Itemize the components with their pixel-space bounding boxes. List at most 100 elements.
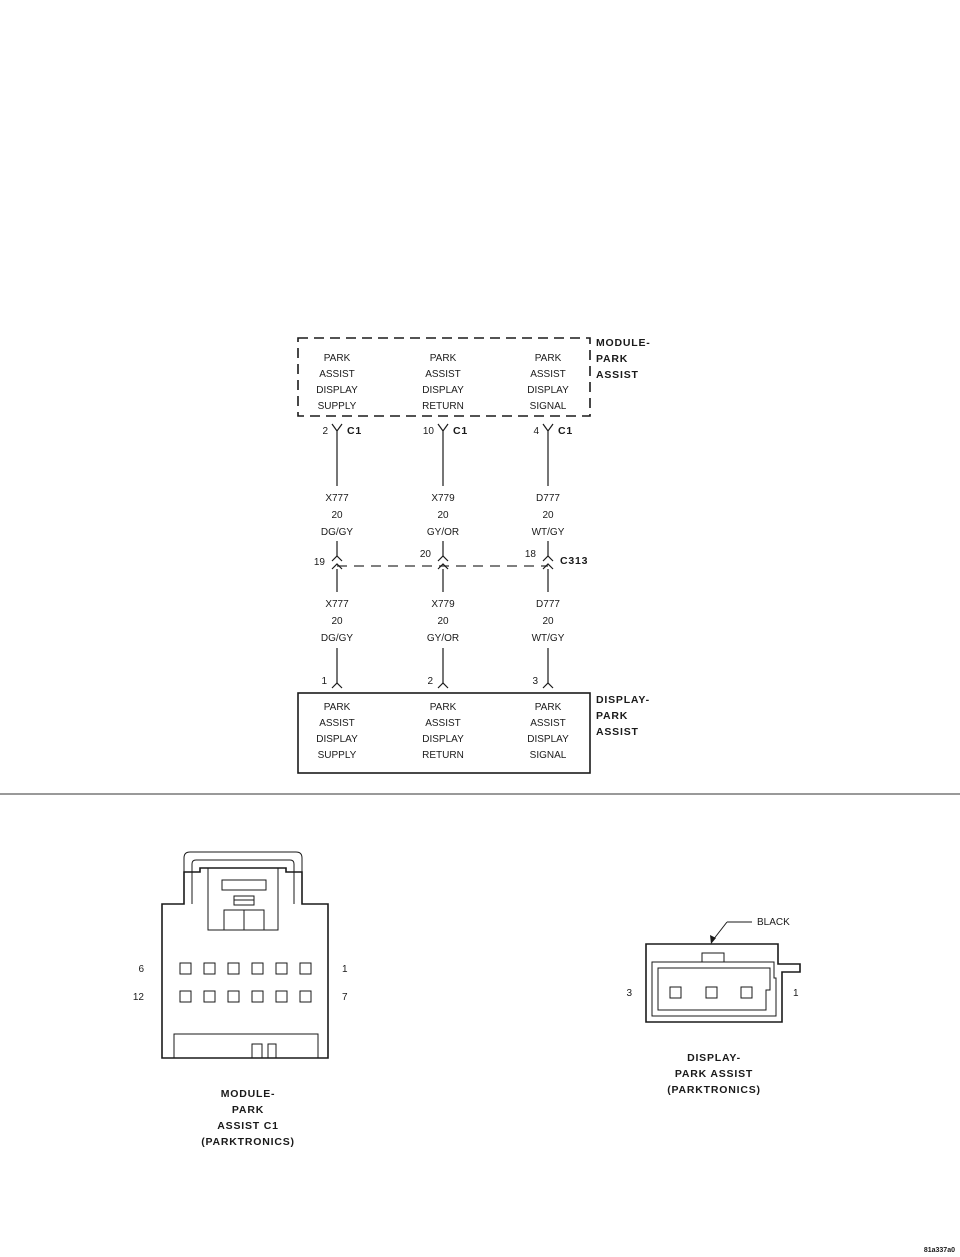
cavity: [740, 986, 753, 999]
c1-cavities: [179, 962, 312, 1003]
c1-caption-line: (PARKTRONICS): [201, 1136, 295, 1148]
c313-terminal-symbol: [331, 555, 343, 570]
c1-connector-face: 6 1 12 7 MODULE- PARK ASSIST C1 (PARKTRO…: [133, 851, 348, 1148]
cavity: [203, 990, 216, 1003]
c1-keying-notches: [251, 1043, 277, 1058]
display-park-assist: PARK ASSIST DISPLAY SUPPLY PARK ASSIST D…: [297, 692, 650, 774]
cavity: [203, 962, 216, 975]
c313-terminal-symbol: [542, 555, 554, 570]
display-function-line: RETURN: [422, 750, 464, 761]
c1-pin-number: 4: [533, 426, 539, 437]
module-title-line: MODULE-: [596, 337, 651, 349]
module-function-line: SUPPLY: [318, 401, 357, 412]
c1-caption: MODULE- PARK ASSIST C1 (PARKTRONICS): [201, 1088, 295, 1148]
display-black-tab: [701, 952, 725, 963]
display-title: DISPLAY- PARK ASSIST: [596, 694, 650, 738]
module-function-return: PARK ASSIST DISPLAY RETURN: [422, 353, 464, 412]
display-box: [297, 692, 591, 774]
c1-housing: [161, 867, 329, 1059]
module-function-line: ASSIST: [530, 369, 566, 380]
wire-color: DG/GY: [321, 633, 354, 644]
cavity: [275, 962, 288, 975]
display-pin-number: 3: [532, 676, 538, 687]
module-function-line: DISPLAY: [422, 385, 464, 396]
c1-connector-label: C1: [347, 425, 362, 437]
display-pin-label: 3: [626, 988, 632, 999]
wire-circuit-code: D777: [536, 493, 560, 504]
c1-pin-label: 1: [342, 964, 348, 975]
c1-lock-slot: [221, 879, 267, 891]
c313-inline-connector: 19 20 18 C313: [314, 549, 588, 570]
module-function-supply: PARK ASSIST DISPLAY SUPPLY: [316, 353, 358, 412]
display-function-return: PARK ASSIST DISPLAY RETURN: [422, 702, 464, 761]
wire-gauge: 20: [542, 510, 554, 521]
cavity: [227, 962, 240, 975]
wire-gauge: 20: [437, 510, 449, 521]
cavity: [251, 990, 264, 1003]
display-function-line: ASSIST: [425, 718, 461, 729]
display-caption-line: PARK ASSIST: [675, 1068, 753, 1080]
display-function-line: PARK: [430, 702, 457, 713]
display-function-line: SUPPLY: [318, 750, 357, 761]
cavity: [669, 986, 682, 999]
wire-circuit-code: X779: [431, 493, 455, 504]
module-function-line: DISPLAY: [527, 385, 569, 396]
display-terminal-symbol: [437, 682, 449, 689]
wire-gauge: 20: [437, 616, 449, 627]
c1-connector-label: C1: [453, 425, 468, 437]
display-leader-line: [712, 921, 728, 941]
wire-color: GY/OR: [427, 527, 459, 538]
module-function-line: RETURN: [422, 401, 464, 412]
lower-wires: X777 20 DG/GY X779 20 GY/OR D777 20 WT/G…: [321, 569, 565, 683]
wire-color: GY/OR: [427, 633, 459, 644]
module-function-line: PARK: [535, 353, 562, 364]
c1-latch-inner: [191, 859, 295, 904]
c1-caption-line: ASSIST C1: [217, 1120, 278, 1132]
c1-pin-number: 10: [423, 426, 435, 437]
cavity: [299, 990, 312, 1003]
display-pin-label: 1: [793, 988, 799, 999]
display-cavities: [669, 986, 753, 999]
cavity: [179, 990, 192, 1003]
display-cavity-area: [657, 967, 771, 1011]
c1-pin-symbol: [542, 423, 554, 440]
c1-latch-outer: [183, 851, 303, 904]
display-function-line: ASSIST: [319, 718, 355, 729]
display-function-line: DISPLAY: [316, 734, 358, 745]
display-housing: [645, 943, 801, 1023]
module-function-signal: PARK ASSIST DISPLAY SIGNAL: [527, 353, 569, 412]
c313-label: C313: [560, 555, 588, 567]
cavity: [227, 990, 240, 1003]
display-caption-line: DISPLAY-: [687, 1052, 741, 1064]
module-function-line: DISPLAY: [316, 385, 358, 396]
display-function-line: DISPLAY: [527, 734, 569, 745]
c313-pin-number: 18: [525, 549, 537, 560]
figure-id: 81a337a0: [924, 1247, 955, 1254]
wire-circuit-code: D777: [536, 599, 560, 610]
c1-pin-label: 7: [342, 992, 348, 1003]
display-title-line: PARK: [596, 710, 628, 722]
display-terminal-symbol: [331, 682, 343, 689]
display-connector-face: BLACK 3 1 DISPLAY- PARK ASSIST (PARKTRON…: [626, 917, 801, 1096]
display-pin-number: 1: [321, 676, 327, 687]
display-caption: DISPLAY- PARK ASSIST (PARKTRONICS): [667, 1052, 761, 1096]
display-pin-number: 2: [427, 676, 433, 687]
display-terminal-symbol: [542, 682, 554, 689]
display-caption-line: (PARKTRONICS): [667, 1084, 761, 1096]
display-function-signal: PARK ASSIST DISPLAY SIGNAL: [527, 702, 569, 761]
cavity: [275, 990, 288, 1003]
c1-connector-label: C1: [558, 425, 573, 437]
c1-pins: 2 C1 10 C1 4 C1: [322, 423, 573, 440]
wire-color: DG/GY: [321, 527, 354, 538]
display-function-supply: PARK ASSIST DISPLAY SUPPLY: [316, 702, 358, 761]
cavity: [299, 962, 312, 975]
c1-pin-symbol: [331, 423, 343, 440]
display-leader-arrow-icon: [710, 935, 716, 944]
c313-pin-number: 20: [420, 549, 432, 560]
module-function-line: ASSIST: [319, 369, 355, 380]
wire-gauge: 20: [542, 616, 554, 627]
display-pins: 1 2 3: [321, 676, 554, 689]
display-title-line: DISPLAY-: [596, 694, 650, 706]
c1-pin-symbol: [437, 423, 449, 440]
